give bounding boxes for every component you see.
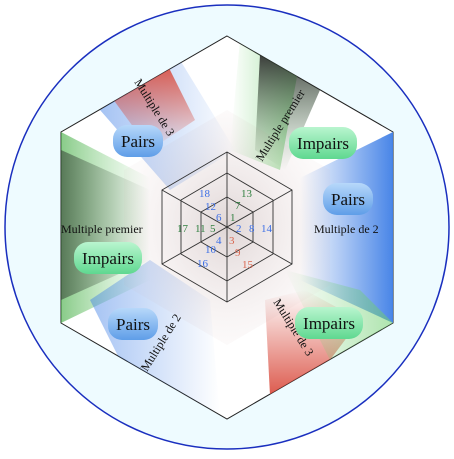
number-7: 7	[235, 200, 241, 212]
number-16: 16	[197, 258, 209, 270]
number-labels: 1 2 3 4 5 6 7 8 9 10 11 12 13 14 15 16 1…	[177, 188, 273, 271]
tag-pairs-top-left: Pairs	[113, 125, 163, 157]
number-18: 18	[199, 188, 211, 200]
number-6: 6	[216, 212, 222, 224]
number-8: 8	[249, 223, 255, 235]
svg-text:Impairs: Impairs	[82, 249, 134, 268]
number-11: 11	[195, 223, 206, 235]
number-15: 15	[242, 259, 254, 271]
tag-impairs-top-right: Impairs	[289, 127, 357, 159]
svg-text:Pairs: Pairs	[116, 315, 150, 334]
inner-hex-grid	[161, 151, 293, 303]
tag-impairs-left: Impairs	[74, 242, 142, 274]
hex-axis-diag-2	[161, 189, 293, 265]
tag-pairs-right: Pairs	[323, 183, 373, 215]
label-multiple-de-2-right: Multiple de 2	[314, 222, 379, 236]
tag-impairs-bottom-right: Impairs	[295, 307, 363, 339]
number-9: 9	[235, 247, 241, 259]
number-10: 10	[205, 244, 217, 256]
number-12: 12	[205, 201, 216, 213]
number-17: 17	[177, 223, 189, 235]
svg-text:Pairs: Pairs	[121, 132, 155, 151]
number-4: 4	[216, 235, 222, 247]
number-14: 14	[261, 223, 273, 235]
tag-pairs-bottom-left: Pairs	[108, 308, 158, 340]
parity-tags: Pairs Impairs Pairs Impairs Pairs Impair…	[74, 125, 373, 340]
number-5: 5	[210, 223, 216, 235]
svg-text:Impairs: Impairs	[303, 314, 355, 333]
number-13: 13	[241, 188, 253, 200]
number-2: 2	[236, 223, 242, 235]
svg-text:Impairs: Impairs	[297, 134, 349, 153]
number-3: 3	[229, 235, 235, 247]
svg-text:Pairs: Pairs	[331, 190, 365, 209]
label-multiple-premier-left: Multiple premier	[61, 222, 143, 236]
number-1: 1	[230, 212, 236, 224]
